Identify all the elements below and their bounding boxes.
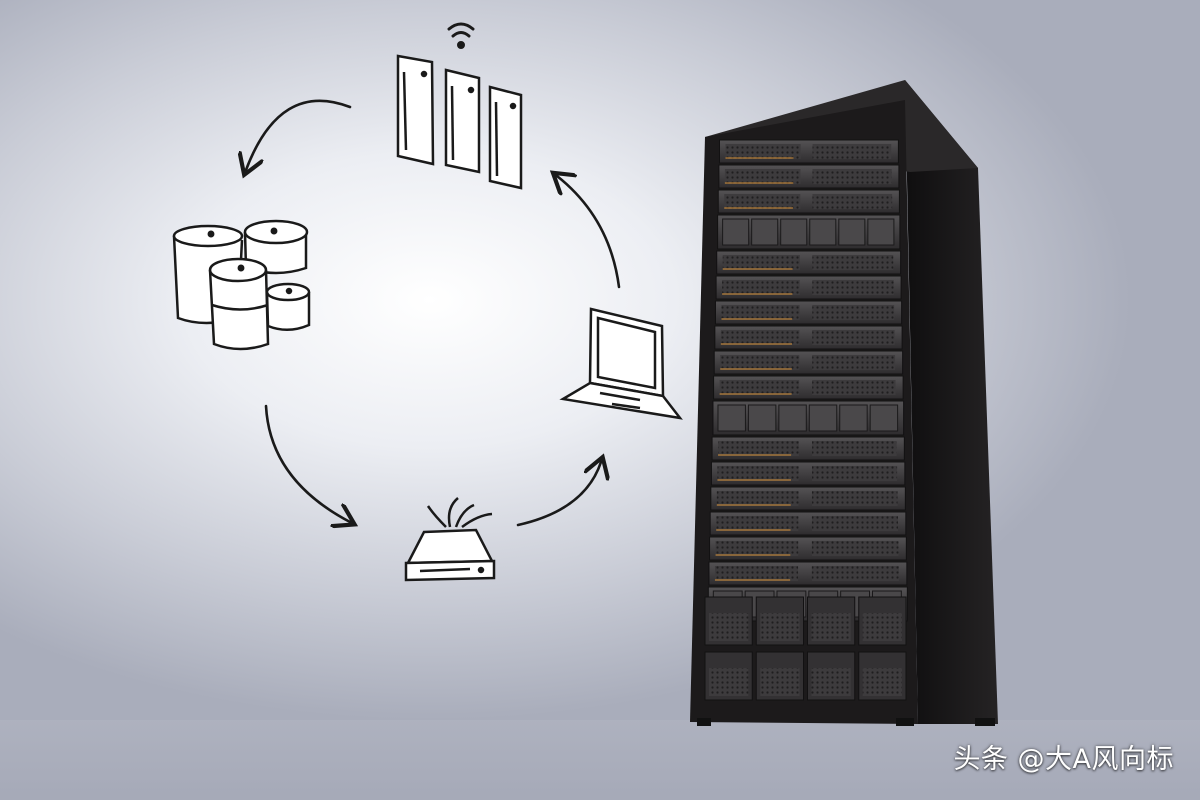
drive-bay-grille bbox=[709, 613, 749, 641]
drive-bay-grille bbox=[760, 613, 800, 641]
wifi-icon bbox=[447, 22, 475, 49]
arrow-database-to-router bbox=[264, 404, 350, 522]
drive-bay-grille bbox=[760, 668, 800, 696]
drive-bay-grille bbox=[709, 668, 749, 696]
arrow-laptop-to-servers bbox=[557, 176, 621, 289]
rack-server-unit bbox=[709, 536, 907, 561]
rack-server-unit bbox=[714, 325, 903, 350]
arrow-router-to-laptop bbox=[516, 462, 601, 527]
drive-bay-grille bbox=[811, 613, 851, 641]
drive-bay-grille bbox=[862, 613, 902, 641]
floor-shadow bbox=[0, 720, 1200, 800]
rack-server-unit bbox=[713, 375, 904, 400]
rack-server-unit bbox=[716, 250, 902, 275]
rack-server-unit bbox=[717, 189, 900, 214]
database-icon bbox=[172, 219, 311, 351]
rack-server-unit bbox=[709, 511, 907, 536]
rack-drive-unit bbox=[712, 400, 905, 436]
cycle-arrows bbox=[246, 99, 621, 527]
arrow-servers-to-database bbox=[246, 99, 352, 170]
rack-server-unit bbox=[718, 164, 900, 189]
rack-server-unit bbox=[719, 139, 899, 164]
rack-server-unit bbox=[715, 275, 902, 300]
rack-server-unit bbox=[713, 350, 904, 375]
rack-server-unit bbox=[714, 300, 903, 325]
router-icon bbox=[404, 497, 496, 582]
drive-bays bbox=[704, 596, 907, 701]
rack-server-unit bbox=[711, 436, 905, 461]
drive-bay-grille bbox=[811, 668, 851, 696]
rack-server-unit bbox=[708, 561, 908, 586]
server-blades-icon bbox=[396, 54, 523, 190]
drive-bay-grille bbox=[862, 668, 902, 696]
rack-drive-unit bbox=[717, 214, 901, 250]
server-rack bbox=[690, 80, 998, 726]
rack-units bbox=[707, 139, 908, 622]
rack-server-unit bbox=[710, 486, 906, 511]
rack-server-unit bbox=[710, 461, 906, 486]
laptop-icon bbox=[559, 307, 683, 420]
watermark-text: 头条 @大A风向标 bbox=[953, 744, 1174, 775]
